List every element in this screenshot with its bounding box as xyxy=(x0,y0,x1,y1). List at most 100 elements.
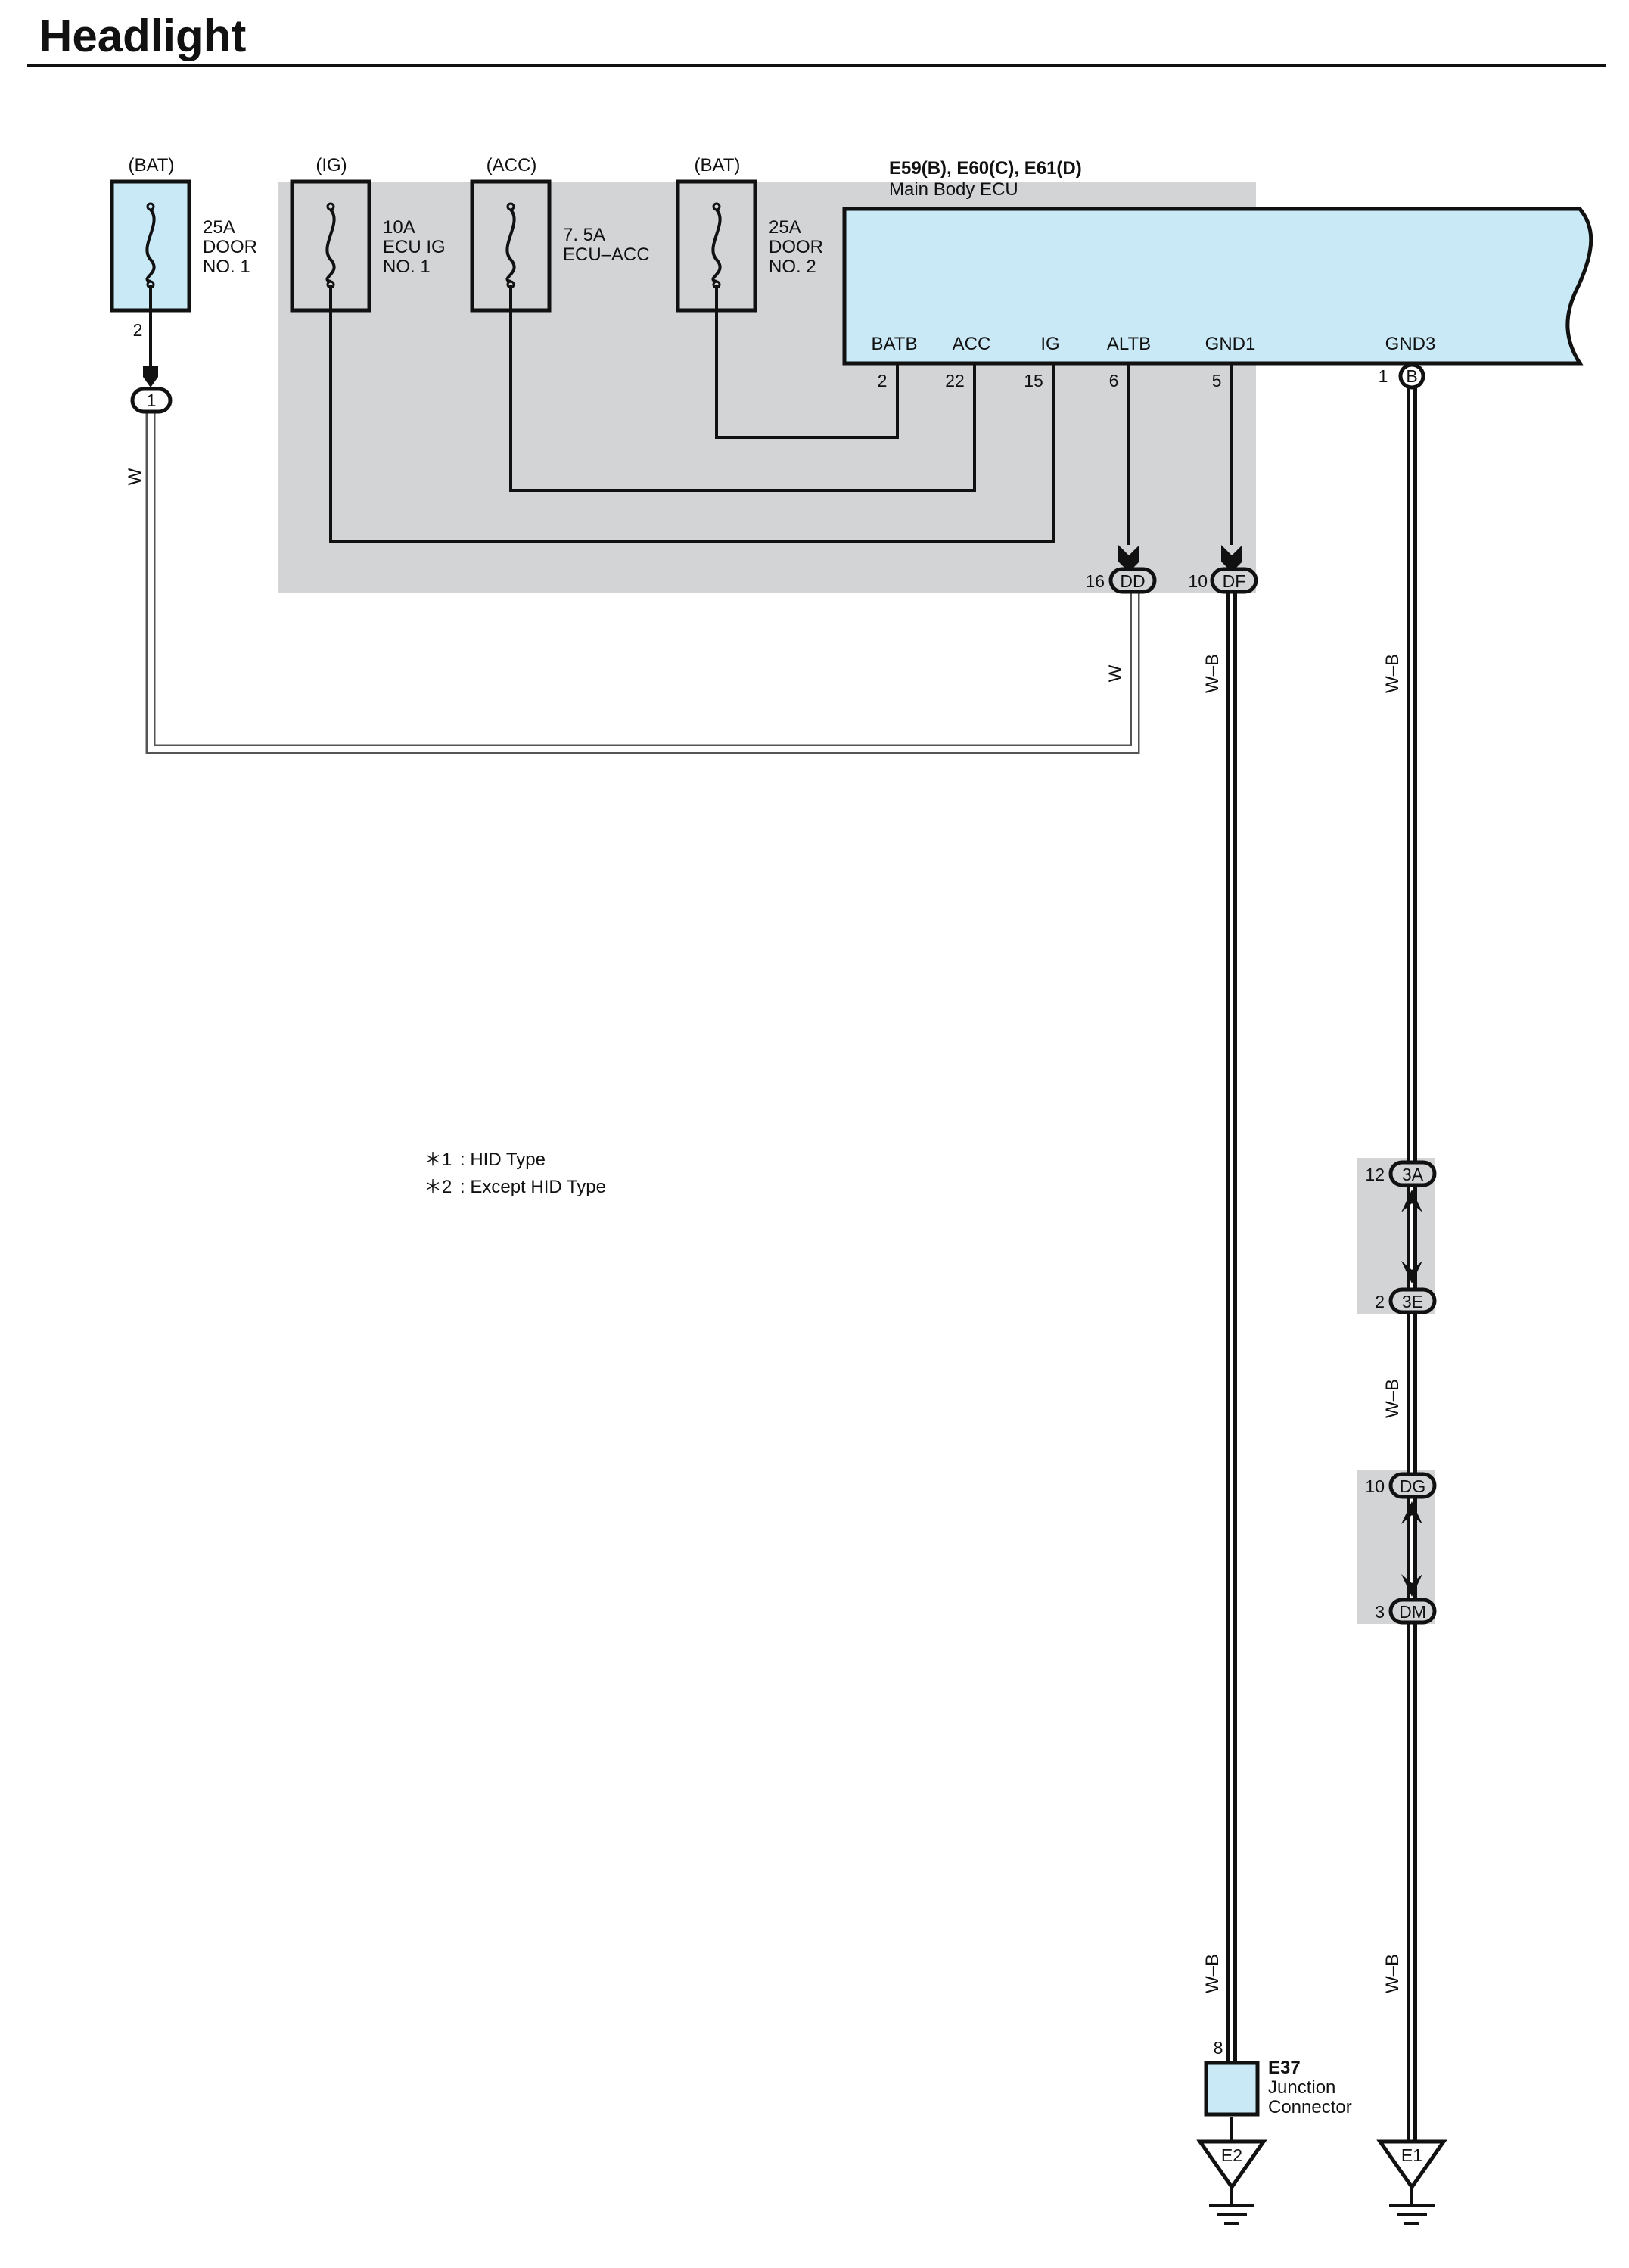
connector-oval xyxy=(130,387,173,414)
connector-pin: 10 xyxy=(1188,571,1208,591)
fuse-name-line1: ECU IG xyxy=(383,237,446,257)
ecu-terminal-label: GND3 xyxy=(1385,334,1436,354)
connector-pin: 2 xyxy=(1375,1292,1385,1311)
fuse-name-line1: DOOR xyxy=(203,237,257,257)
ground-code: E1 xyxy=(1401,2145,1422,2165)
fuse-element-icon xyxy=(711,208,722,283)
ecu-pin: 6 xyxy=(1109,371,1119,390)
ecu-pin: 1 xyxy=(1379,366,1388,386)
ground-e2: E2 xyxy=(1196,2139,1267,2225)
fuse-rating: 10A xyxy=(383,217,415,238)
connector-dg: DG 10 xyxy=(1365,1472,1437,1524)
wire-color-label: W xyxy=(125,468,145,485)
ground-triangle xyxy=(1376,2139,1447,2191)
connector-pin: 12 xyxy=(1365,1165,1385,1184)
connector-arrow-icon xyxy=(1401,1501,1422,1524)
connector-oval xyxy=(1388,1472,1437,1499)
wire-w xyxy=(148,401,1138,752)
ecu-pin: 15 xyxy=(1024,371,1043,390)
ecu-terminal-label: IG xyxy=(1040,334,1059,354)
ecu-name: Main Body ECU xyxy=(889,179,1018,200)
connector-1: 1 xyxy=(130,366,173,414)
internal-wiring xyxy=(149,285,1233,545)
fuse-door-no1: (BAT) 25A DOOR NO. 1 2 xyxy=(110,155,257,340)
connector-code: DD xyxy=(1120,571,1145,591)
note-text: : Except HID Type xyxy=(460,1177,606,1197)
fuse-source-label: (BAT) xyxy=(129,155,175,176)
fuse-pin: 2 xyxy=(133,320,143,340)
connector-dd: DD 16 xyxy=(1085,545,1157,594)
connector-arrow-icon xyxy=(143,366,158,387)
ground-triangle xyxy=(1196,2139,1267,2191)
fuse-source-label: (ACC) xyxy=(487,155,537,176)
connector-b: B xyxy=(1398,362,1425,390)
ecu-terminal-label: ACC xyxy=(953,334,991,354)
connector-arrow-icon xyxy=(1401,1190,1422,1212)
wire-batb xyxy=(715,285,899,439)
junction-code: E37 xyxy=(1268,2058,1301,2078)
note-text: : HID Type xyxy=(460,1150,546,1170)
connector-oval xyxy=(1388,1287,1437,1314)
ecu-terminal-label: BATB xyxy=(872,334,918,354)
ecu-pin: 5 xyxy=(1212,371,1222,390)
fuse-rating: 25A xyxy=(769,217,801,238)
fuse-ecu-acc: (ACC) 7. 5A ECU–ACC xyxy=(470,155,650,313)
junction-pin: 8 xyxy=(1214,2038,1223,2058)
connector-oval xyxy=(1388,1160,1437,1187)
fuse-name-line2: NO. 1 xyxy=(203,257,250,277)
wire-ig xyxy=(329,285,1055,543)
ground-code: E2 xyxy=(1221,2145,1242,2165)
connector-pin: 16 xyxy=(1085,571,1105,591)
junction-connector-e37: 8 E37 Junction Connector xyxy=(1204,2038,1352,2117)
connector-dm: DM 3 xyxy=(1375,1574,1437,1625)
connector-3a: 3A 12 xyxy=(1365,1160,1437,1212)
connector-code: DF xyxy=(1223,571,1246,591)
fuse-ecu-ig-no1: (IG) 10A ECU IG NO. 1 xyxy=(290,155,446,313)
ground-icon xyxy=(1389,2204,1435,2225)
ground-icon xyxy=(1209,2204,1254,2225)
wire-color-label: W–B xyxy=(1202,1954,1223,1993)
ecu-connectors: E59(B), E60(C), E61(D) xyxy=(889,158,1082,179)
connector-pin: 3 xyxy=(1375,1602,1385,1622)
fuse-element-icon xyxy=(145,208,156,283)
fuse-rating: 7. 5A xyxy=(563,225,605,245)
wire-color-label: W–B xyxy=(1382,654,1403,693)
wire-color-label: W xyxy=(1105,664,1126,682)
ecu-pin: 22 xyxy=(945,371,965,390)
fuse-name-line1: DOOR xyxy=(769,237,823,257)
connector-oval xyxy=(1210,567,1258,594)
connector-arrow-icon xyxy=(1221,545,1242,572)
fuse-element-icon xyxy=(505,208,516,283)
connector-code: B xyxy=(1406,366,1417,386)
connector-arrow-icon xyxy=(1401,1574,1422,1597)
connector-pin: 10 xyxy=(1365,1476,1385,1496)
fuse-name-line1: ECU–ACC xyxy=(563,244,650,265)
connector-3e: 3E 2 xyxy=(1375,1261,1437,1314)
wire-color-label: W–B xyxy=(1202,654,1223,693)
connector-circle xyxy=(1398,362,1425,390)
fuse-name-line2: NO. 2 xyxy=(769,257,816,277)
wire-acc xyxy=(509,285,976,492)
fuse-source-label: (IG) xyxy=(316,155,347,176)
connector-code: 3A xyxy=(1402,1165,1424,1184)
ecu-pin: 2 xyxy=(878,371,888,390)
connector-arrow-icon xyxy=(1118,545,1139,572)
fuse-element-icon xyxy=(325,208,336,283)
junction-box xyxy=(1204,2061,1260,2117)
fuse-name-line2: NO. 1 xyxy=(383,257,431,277)
ecu-box xyxy=(842,207,1593,366)
ecu-terminal-label: GND1 xyxy=(1205,334,1256,354)
connector-oval xyxy=(1388,1598,1437,1625)
fuse-rating: 25A xyxy=(203,217,235,238)
title-rule xyxy=(27,64,1606,67)
connector-code: 3E xyxy=(1402,1292,1423,1311)
ground-e1: E1 xyxy=(1376,2139,1447,2225)
fuse-source-label: (BAT) xyxy=(695,155,741,176)
connector-code: 1 xyxy=(147,390,157,410)
connector-df: DF 10 xyxy=(1188,545,1258,594)
connector-oval xyxy=(1108,567,1157,594)
ecu-terminal-label: ALTB xyxy=(1107,334,1151,354)
connector-arrow-icon xyxy=(1401,1261,1422,1283)
note-marker: ＊1 xyxy=(424,1150,452,1170)
